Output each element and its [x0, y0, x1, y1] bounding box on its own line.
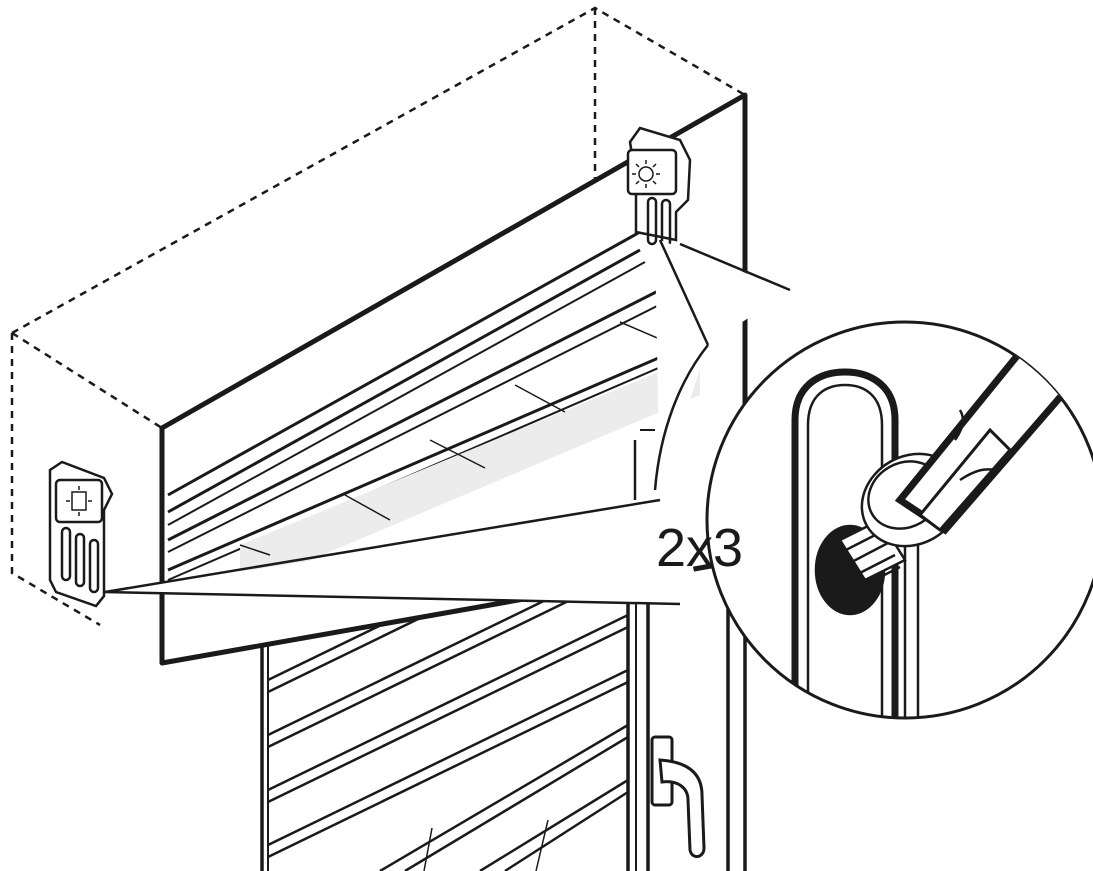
mounting-bracket-icon — [48, 460, 114, 608]
mounting-bracket-icon — [626, 126, 692, 248]
sun-symbol-icon — [66, 486, 92, 516]
sun-symbol-icon — [632, 160, 660, 188]
bracket-slot — [791, 368, 920, 718]
blind-inner-detail — [167, 230, 701, 590]
callout-wedge-left — [104, 498, 700, 606]
quantity-label: 2x3 — [656, 518, 743, 578]
magnified-detail-lens — [705, 320, 1093, 720]
callout-wedge-top — [653, 239, 791, 491]
window-handle-icon — [650, 735, 706, 858]
